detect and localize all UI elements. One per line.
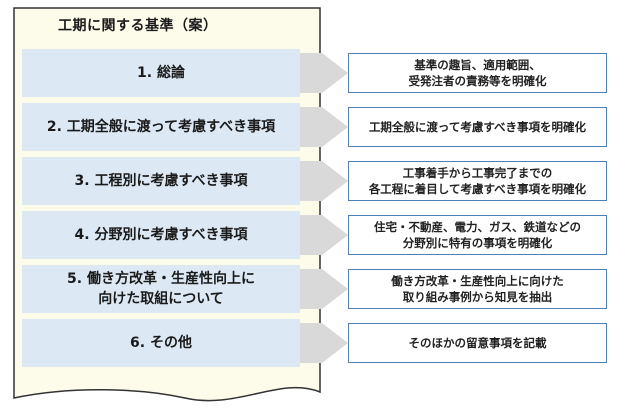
item-description-box: 工事着手から工事完了までの 各工程に着目して考慮すべき事項を明確化: [348, 161, 607, 201]
item-label-line: 5. 働き方改革・生産性向上に: [67, 271, 255, 287]
item-description-line: 住宅・不動産、電力、ガス、鉄道などの: [374, 220, 581, 234]
item-description-line: 基準の趣旨、適用範囲、: [414, 58, 541, 72]
item-label-line: 4. 分野別に考慮すべき事項: [74, 227, 248, 243]
item-description-box: そのほかの留意事項を記載: [348, 323, 607, 363]
item-label-box: 4. 分野別に考慮すべき事項: [22, 211, 300, 259]
item-label-box: 5. 働き方改革・生産性向上に 向けた取組について: [22, 265, 300, 313]
item-label-line: 2. 工期全般に渡って考慮すべき事項: [46, 119, 276, 135]
arrow-right-icon: [300, 323, 348, 363]
item-description-line: 受発注者の責務等を明確化: [408, 74, 547, 88]
list-item: 2. 工期全般に渡って考慮すべき事項 工期全般に渡って考慮すべき事項を明確化: [0, 103, 640, 151]
item-description-box: 働き方改革・生産性向上に向けた 取り組み事例から知見を抽出: [348, 269, 607, 309]
arrow-right-icon: [300, 107, 348, 147]
item-description-line: 工期全般に渡って考慮すべき事項を明確化: [368, 120, 587, 134]
item-description-box: 住宅・不動産、電力、ガス、鉄道などの 分野別に特有の事項を明確化: [348, 215, 607, 255]
document-title: 工期に関する基準（案）: [58, 18, 218, 34]
item-label-line: 1. 総論: [137, 65, 185, 81]
item-label-line: 向けた取組について: [98, 291, 224, 307]
list-item: 3. 工程別に考慮すべき事項 工事着手から工事完了までの 各工程に着目して考慮す…: [0, 157, 640, 205]
arrow-right-icon: [300, 161, 348, 201]
list-item: 1. 総論 基準の趣旨、適用範囲、 受発注者の責務等を明確化: [0, 49, 640, 97]
list-item: 4. 分野別に考慮すべき事項 住宅・不動産、電力、ガス、鉄道などの 分野別に特有…: [0, 211, 640, 259]
item-description-line: 取り組み事例から知見を抽出: [402, 290, 553, 304]
item-description-line: 分野別に特有の事項を明確化: [402, 236, 553, 250]
arrow-right-icon: [300, 269, 348, 309]
item-description-line: 各工程に着目して考慮すべき事項を明確化: [368, 182, 587, 196]
item-description-line: 働き方改革・生産性向上に向けた: [391, 274, 564, 288]
item-description-line: そのほかの留意事項を記載: [408, 336, 547, 350]
item-label-line: 6. その他: [130, 335, 192, 351]
list-item: 5. 働き方改革・生産性向上に 向けた取組について 働き方改革・生産性向上に向け…: [0, 265, 640, 313]
item-label-box: 3. 工程別に考慮すべき事項: [22, 157, 300, 205]
list-item: 6. その他 そのほかの留意事項を記載: [0, 319, 640, 367]
item-label-line: 3. 工程別に考慮すべき事項: [74, 173, 248, 189]
item-label-box: 2. 工期全般に渡って考慮すべき事項: [22, 103, 300, 151]
item-description-box: 工期全般に渡って考慮すべき事項を明確化: [348, 107, 607, 147]
item-label-box: 1. 総論: [22, 49, 300, 97]
item-label-box: 6. その他: [22, 319, 300, 367]
item-description-line: 工事着手から工事完了までの: [402, 166, 553, 180]
arrow-right-icon: [300, 53, 348, 93]
arrow-right-icon: [300, 215, 348, 255]
item-description-box: 基準の趣旨、適用範囲、 受発注者の責務等を明確化: [348, 53, 607, 93]
